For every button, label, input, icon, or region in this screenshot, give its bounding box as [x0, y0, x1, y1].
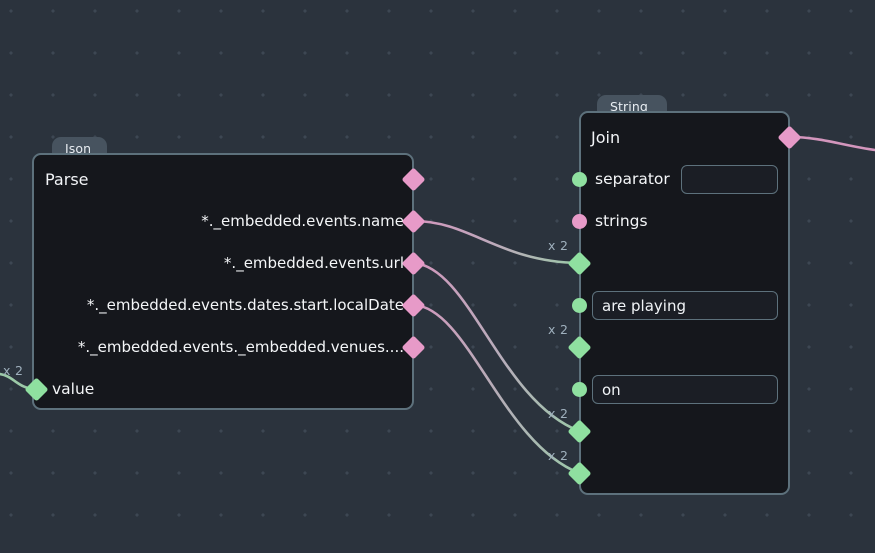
node-json-title: Parse: [45, 169, 89, 189]
input-string-are-playing[interactable]: are playing: [592, 291, 778, 320]
node-string-tab-label: String: [610, 98, 648, 114]
multiplicity-string-slot-1: x 2: [548, 238, 569, 253]
input-string-are-playing-value: are playing: [602, 296, 686, 315]
node-string-title-row: Join: [579, 125, 790, 149]
row-json-input-value: value: [32, 377, 414, 401]
multiplicity-string-slot-4: x 2: [548, 406, 569, 421]
node-json-title-row: Parse: [32, 167, 414, 191]
row-json-output-0: *._embedded.events.name: [32, 209, 414, 233]
node-json[interactable]: Json Parse *._embedded.events.name *._em…: [24, 137, 426, 410]
row-string-strings-label: strings: [595, 212, 648, 230]
node-json-tab-label: Json: [65, 140, 92, 156]
node-json-body: [32, 153, 414, 410]
input-string-separator[interactable]: [681, 165, 778, 194]
port-string-strings[interactable]: [572, 214, 587, 229]
node-string[interactable]: String Join separator strings are playin…: [567, 95, 802, 495]
row-string-separator-label: separator: [595, 170, 670, 188]
edge-join-output-offscreen: [788, 135, 875, 152]
row-string-separator: separator: [579, 167, 790, 191]
input-string-on[interactable]: on: [592, 375, 778, 404]
port-string-separator[interactable]: [572, 172, 587, 187]
input-string-on-value: on: [602, 380, 621, 399]
multiplicity-string-slot-2: x 2: [548, 322, 569, 337]
row-json-output-1-label: *._embedded.events.url: [223, 254, 404, 272]
row-string-strings: strings: [579, 209, 790, 233]
row-json-output-1: *._embedded.events.url: [32, 251, 414, 275]
node-string-title: Join: [591, 127, 621, 147]
port-string-slot-2-value[interactable]: [572, 298, 587, 313]
row-json-output-3-label: *._embedded.events._embedded.venues....: [77, 338, 404, 356]
row-json-output-2-label: *._embedded.events.dates.start.localDate: [86, 296, 404, 314]
multiplicity-json-value: x 2: [3, 363, 24, 378]
port-string-slot-3-value[interactable]: [572, 382, 587, 397]
row-json-output-3: *._embedded.events._embedded.venues....: [32, 335, 414, 359]
row-json-output-0-label: *._embedded.events.name: [201, 212, 404, 230]
multiplicity-string-slot-5: x 2: [548, 448, 569, 463]
row-json-input-value-label: value: [52, 380, 95, 398]
row-json-output-2: *._embedded.events.dates.start.localDate: [32, 293, 414, 317]
